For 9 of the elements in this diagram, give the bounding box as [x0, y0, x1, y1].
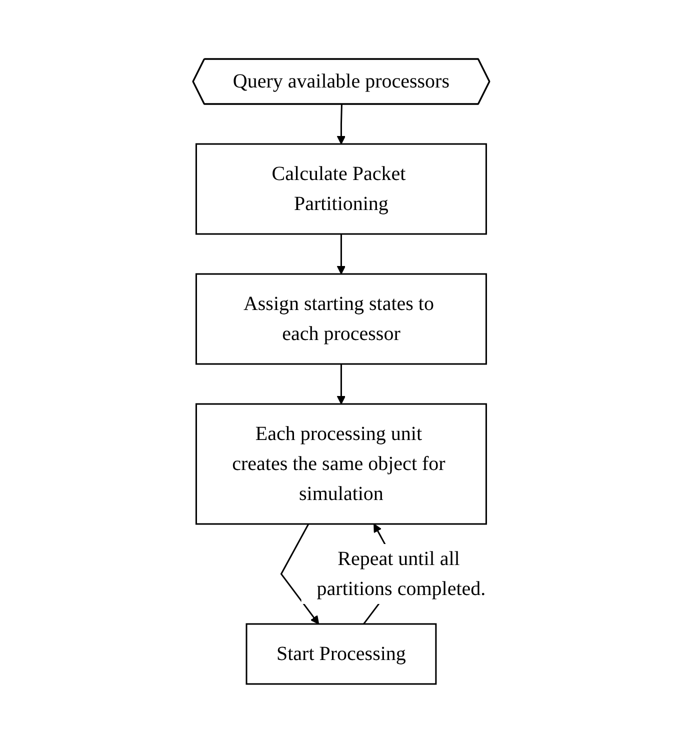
node-box: Calculate Packet Partitioning [195, 143, 487, 235]
arrow [336, 104, 346, 144]
arrow [280, 524, 319, 624]
edge-label: Repeat until all partitions completed. [316, 548, 486, 600]
arrow [336, 364, 346, 404]
node-box: Start Processing [246, 623, 437, 685]
node-box: Assign starting states to each processor [195, 273, 487, 365]
arrow [336, 234, 346, 274]
node-box: Each processing unit creates the same object for simulation [195, 403, 487, 525]
